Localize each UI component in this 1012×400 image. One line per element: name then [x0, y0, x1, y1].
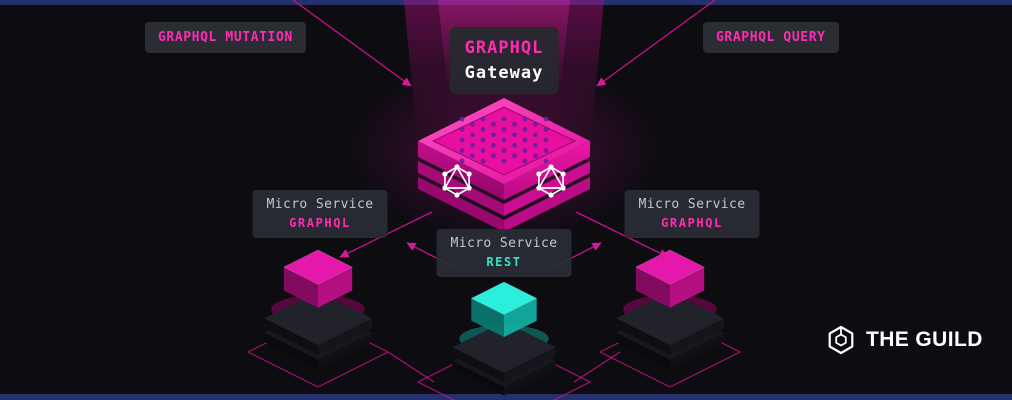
lattice-connector	[387, 351, 435, 383]
service-cube-graphql-right	[615, 249, 725, 370]
gateway-title-gateway: Gateway	[464, 62, 544, 83]
service-cube-graphql-left	[263, 249, 373, 370]
gateway-dot-grid	[459, 116, 549, 164]
gateway-cube	[418, 98, 590, 232]
arrow-gateway-to-right	[575, 211, 669, 258]
brand-name: THE GUILD	[866, 328, 983, 351]
microservice-title: Micro Service	[266, 197, 374, 212]
graphql-query-label: GRAPHQL QUERY	[703, 22, 839, 53]
service-cube-rest-center	[451, 281, 557, 396]
guild-hexagon-icon	[828, 325, 854, 355]
microservice-protocol: GRAPHQL	[289, 216, 351, 231]
arrow-mutation-in	[292, 0, 412, 87]
gateway-label: GRAPHQL Gateway	[449, 27, 559, 95]
gateway-title-graphql: GRAPHQL	[464, 38, 544, 58]
microservice-protocol: REST	[486, 255, 522, 270]
bottom-border	[0, 394, 1012, 400]
microservice-protocol: GRAPHQL	[661, 216, 723, 231]
the-guild-logo: THE GUILD	[826, 325, 983, 355]
microservice-label-rest-center: Micro Service REST	[436, 229, 572, 278]
microservice-label-graphql-left: Micro Service GRAPHQL	[252, 190, 388, 239]
graphql-mutation-text: GRAPHQL MUTATION	[158, 30, 293, 45]
microservice-title: Micro Service	[450, 236, 558, 251]
arrow-query-in	[596, 0, 716, 87]
graphql-query-text: GRAPHQL QUERY	[716, 30, 826, 45]
microservice-label-graphql-right: Micro Service GRAPHQL	[624, 190, 760, 239]
microservice-title: Micro Service	[638, 197, 746, 212]
lattice-connector	[573, 351, 621, 383]
graphql-mutation-label: GRAPHQL MUTATION	[145, 22, 306, 53]
